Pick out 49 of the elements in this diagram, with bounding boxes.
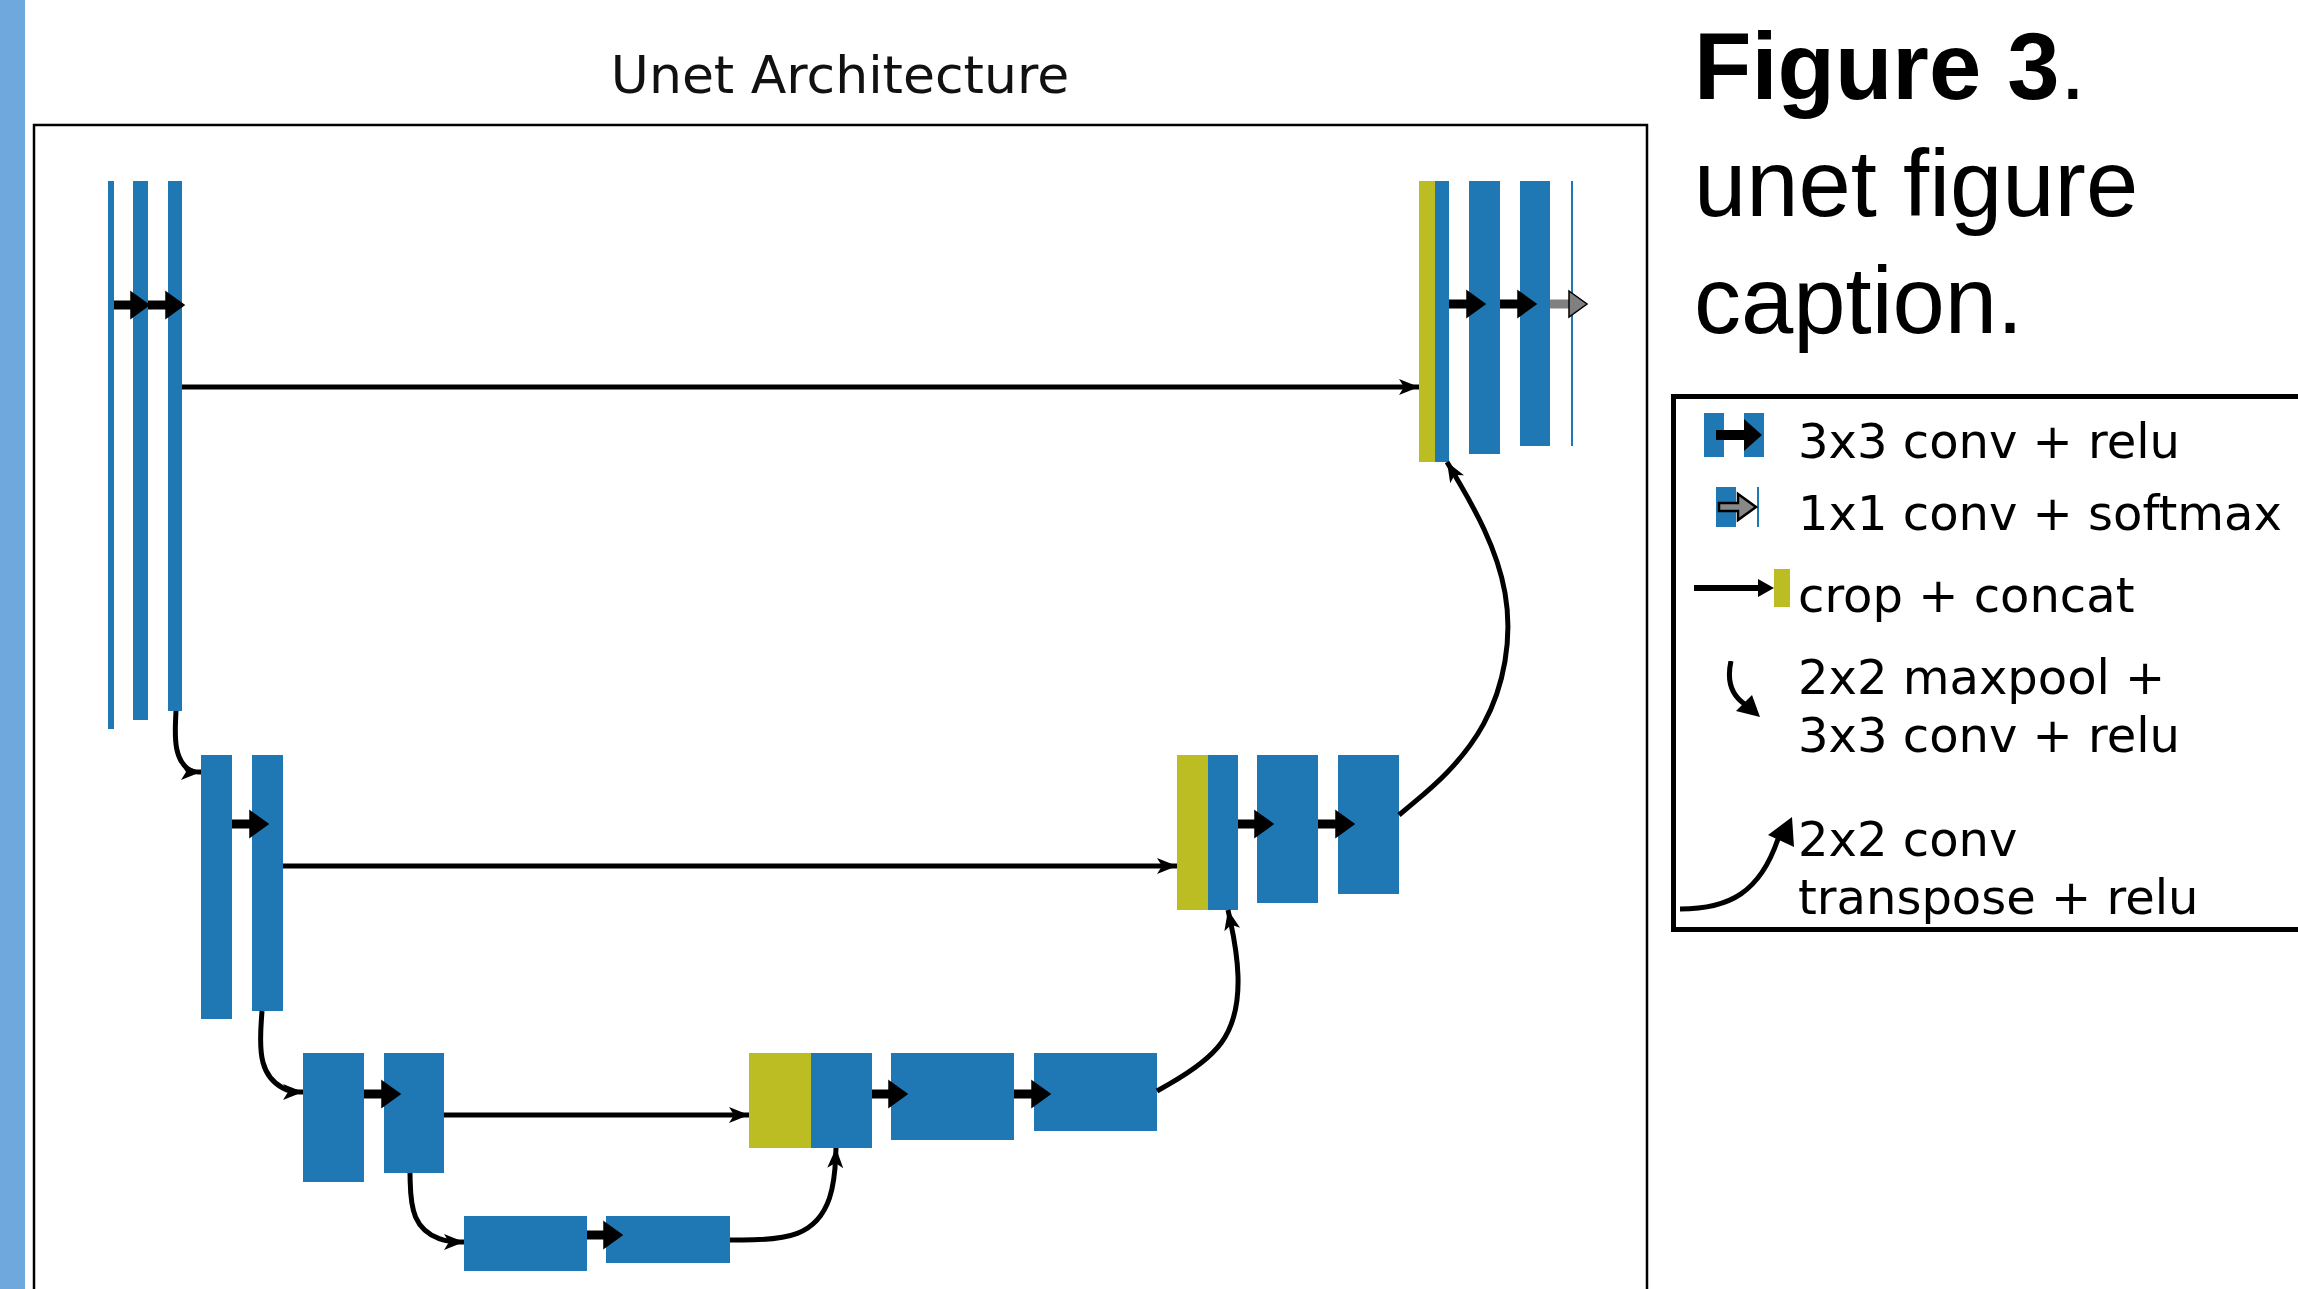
conv-arrow	[114, 291, 150, 319]
conv-arrow	[232, 810, 269, 838]
conv-arrow	[1238, 810, 1274, 838]
feature-map-bar	[891, 1053, 1014, 1140]
feature-map-bar	[464, 1216, 587, 1271]
conv-arrow	[1014, 1080, 1051, 1108]
conv-arrow	[1318, 810, 1355, 838]
feature-map-bar	[303, 1053, 364, 1182]
skip-connection-arrow	[444, 1107, 749, 1123]
skip-connection-arrow	[283, 858, 1177, 874]
feature-map-bar	[1177, 755, 1208, 910]
curved-arrow	[407, 1172, 464, 1250]
legend-label: 3x3 conv + relu	[1798, 413, 2181, 471]
feature-map-bar	[384, 1053, 444, 1173]
feature-map-bar	[201, 755, 232, 1019]
feature-map-bar	[749, 1053, 811, 1148]
conv-arrow	[364, 1080, 401, 1108]
legend-label: 2x2 maxpool + 3x3 conv + relu	[1798, 649, 2182, 765]
feature-map-bar	[108, 181, 114, 729]
curved-arrow	[258, 1010, 303, 1100]
figure-caption: Figure 3. unet figure caption.	[1694, 13, 2140, 355]
feature-map-bar	[811, 1053, 872, 1148]
curved-arrow	[1397, 460, 1511, 817]
feature-map-bar	[606, 1216, 730, 1263]
curved-arrow	[172, 710, 202, 780]
feature-map-bar	[1419, 181, 1435, 462]
feature-map-bar	[252, 755, 283, 1011]
curved-arrow	[730, 1147, 844, 1243]
conv-arrow	[148, 291, 185, 319]
curved-arrow	[1155, 909, 1241, 1094]
feature-map-bar	[1257, 755, 1318, 903]
conv-arrow	[872, 1080, 908, 1108]
feature-map-bar	[1208, 755, 1238, 910]
legend-label: 1x1 conv + softmax	[1798, 485, 2282, 543]
conv-arrow	[1500, 290, 1537, 318]
conv-arrow	[1550, 290, 1588, 318]
feature-map-bar	[168, 181, 182, 711]
feature-map-bar	[1435, 181, 1449, 462]
feature-map-bar	[133, 181, 148, 720]
feature-map-bar	[1338, 755, 1399, 894]
legend-label: crop + concat	[1798, 567, 2135, 625]
feature-map-bar	[1469, 181, 1500, 454]
legend-label: 2x2 conv transpose + relu	[1798, 811, 2200, 927]
feature-map-bar	[1034, 1053, 1157, 1131]
conv-arrow	[587, 1221, 623, 1249]
feature-map-bar	[1520, 181, 1550, 446]
diagram-title: Unet Architecture	[609, 44, 1071, 107]
conv-arrow	[1449, 290, 1486, 318]
skip-connection-arrow	[182, 379, 1419, 395]
